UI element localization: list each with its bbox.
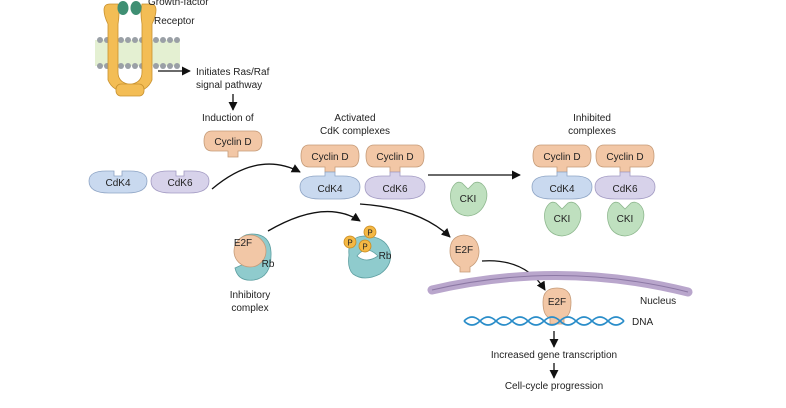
nucleus-label: Nucleus (640, 296, 676, 307)
cyclin-d-label: Cyclin D (606, 152, 643, 163)
ras-raf-label-1: Initiates Ras/Raf (196, 67, 270, 78)
cdk6-free: CdK6 (150, 170, 210, 194)
phosphate-label: P (367, 229, 372, 238)
receptor (103, 3, 157, 97)
inhibitory-label-2: complex (231, 303, 268, 314)
gene-transcription-label: Increased gene transcription (491, 350, 617, 361)
inhibited-label-2: complexes (568, 126, 616, 137)
growth-factor-label: Growth-factor (148, 0, 209, 8)
cki-label: CKI (554, 214, 571, 225)
inhibited-label-1: Inhibited (573, 113, 611, 124)
phosphorylation-arrow (267, 211, 361, 232)
cki-label: CKI (460, 194, 477, 205)
cyclin-d-induced: Cyclin D (203, 130, 263, 158)
cki-label: CKI (617, 214, 634, 225)
cyclin-d-label: Cyclin D (311, 152, 348, 163)
e2f-label: E2F (455, 245, 473, 256)
cdk6-label: CdK6 (167, 178, 192, 189)
inhibitory-complex: E2F Rb (233, 233, 275, 281)
e2f-release-arrow (359, 203, 451, 238)
cdk4-free: CdK4 (88, 170, 148, 194)
cdk4-label: CdK4 (317, 184, 342, 195)
cdk6-label: CdK6 (612, 184, 637, 195)
e2f-free: E2F (449, 234, 480, 273)
induction-label: Induction of (202, 113, 254, 124)
rb-label: Rb (379, 251, 392, 262)
activated-label-1: Activated (334, 113, 375, 124)
ras-raf-label-2: signal pathway (196, 80, 262, 91)
e2f-label: E2F (234, 238, 252, 249)
cell-cycle-label: Cell-cycle progression (505, 381, 603, 392)
inhibitory-label-1: Inhibitory (230, 290, 271, 301)
rb-label: Rb (262, 259, 275, 270)
cyclin-d-label: Cyclin D (214, 137, 251, 148)
cdk4-label: CdK4 (105, 178, 130, 189)
nuclear-membrane-edge (431, 274, 689, 293)
cell-membrane (95, 37, 180, 69)
phosphorylated-rb: Rb P P P (343, 225, 392, 279)
dna-label: DNA (632, 317, 653, 328)
cdk6-label: CdK6 (382, 184, 407, 195)
inhibited-complex-cdk4: Cyclin D CdK4 CKI (531, 144, 593, 237)
nuclear-entry-arrow (481, 260, 546, 291)
inhibited-complex-cdk6: Cyclin D CdK6 CKI (594, 144, 656, 237)
phosphate-label: P (347, 239, 352, 248)
receptor-label: Receptor (154, 16, 195, 27)
cdk4-label: CdK4 (549, 184, 574, 195)
cyclin-d-label: Cyclin D (376, 152, 413, 163)
cki-free: CKI (450, 181, 488, 217)
e2f-label: E2F (548, 297, 566, 308)
phosphate-label: P (362, 243, 367, 252)
activated-label-2: CdK complexes (320, 126, 390, 137)
activation-arrow (211, 163, 301, 190)
activated-complex-cdk4: Cyclin D CdK4 (299, 144, 361, 200)
e2f-bound-dna: E2F (542, 287, 572, 325)
dna-helix (463, 316, 625, 326)
growth-factor (117, 1, 142, 15)
cyclin-d-label: Cyclin D (543, 152, 580, 163)
activated-complex-cdk6: Cyclin D CdK6 (364, 144, 426, 200)
